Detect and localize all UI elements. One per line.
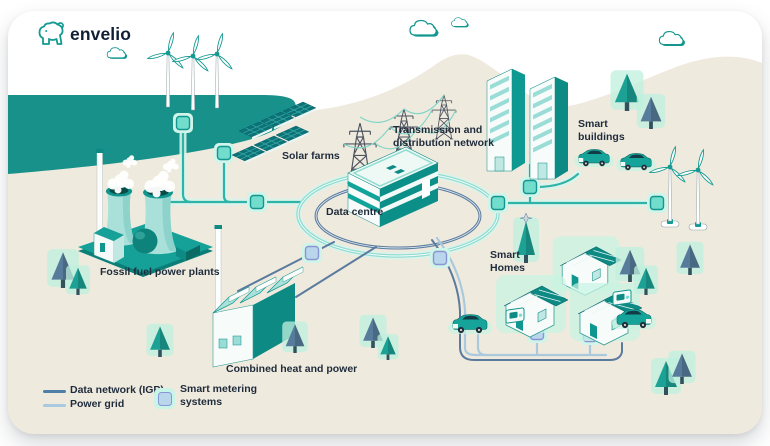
legend-power-grid-label: Power grid <box>70 398 125 410</box>
legend-data-network-label: Data network (IGP) <box>70 384 164 396</box>
chp-plant-icon <box>212 225 304 368</box>
smart-meter-node <box>519 176 541 198</box>
smart-meter-device-icon <box>505 307 525 324</box>
label-solar-farms: Solar farms <box>282 150 340 162</box>
elephant-logo-icon <box>38 21 64 45</box>
smart-meter-node <box>646 192 668 214</box>
transmission-pylons <box>343 94 457 184</box>
ocean <box>8 95 296 174</box>
legend-smart-metering-label: Smart metering systems <box>180 383 258 409</box>
sky-and-hills <box>8 11 762 115</box>
electric-car-icon <box>447 314 493 335</box>
envelio-logo: envelio <box>36 19 131 49</box>
smart-meter-node <box>487 192 509 214</box>
label-transmission-network: Transmission and distribution network <box>393 124 494 150</box>
electric-car-icon <box>615 152 657 172</box>
data-centre-icon <box>347 146 439 228</box>
fossil-power-plant-icon <box>78 149 213 277</box>
electric-car-icon <box>573 148 615 168</box>
legend-data-network-line <box>43 390 66 393</box>
smart-meter-node <box>172 112 194 134</box>
smart-meter-node <box>246 191 268 213</box>
smart-meter-node-blue <box>429 247 451 269</box>
label-fossil-fuel-power-plants: Fossil fuel power plants <box>100 266 220 278</box>
label-smart-buildings: Smart buildings <box>578 118 625 144</box>
trees <box>47 70 704 395</box>
smart-meter-device-icon <box>612 289 632 306</box>
energy-grid-illustration <box>8 11 762 395</box>
label-data-centre: Data centre <box>326 206 384 218</box>
onshore-wind-turbines <box>648 145 715 231</box>
logo-text: envelio <box>70 23 132 44</box>
label-combined-heat-and-power: Combined heat and power <box>226 363 358 375</box>
smart-meter-node <box>213 142 235 164</box>
illustration-card: envelio Fossil fuel power plants Solar f… <box>8 11 762 434</box>
legend-smart-metering-icon <box>154 388 175 409</box>
legend-power-grid-line <box>43 404 66 407</box>
smart-meter-node-blue <box>301 242 323 264</box>
smart-buildings-icon <box>486 68 569 180</box>
star-tree-icon <box>513 212 539 263</box>
label-smart-homes: Smart Homes <box>490 249 526 275</box>
